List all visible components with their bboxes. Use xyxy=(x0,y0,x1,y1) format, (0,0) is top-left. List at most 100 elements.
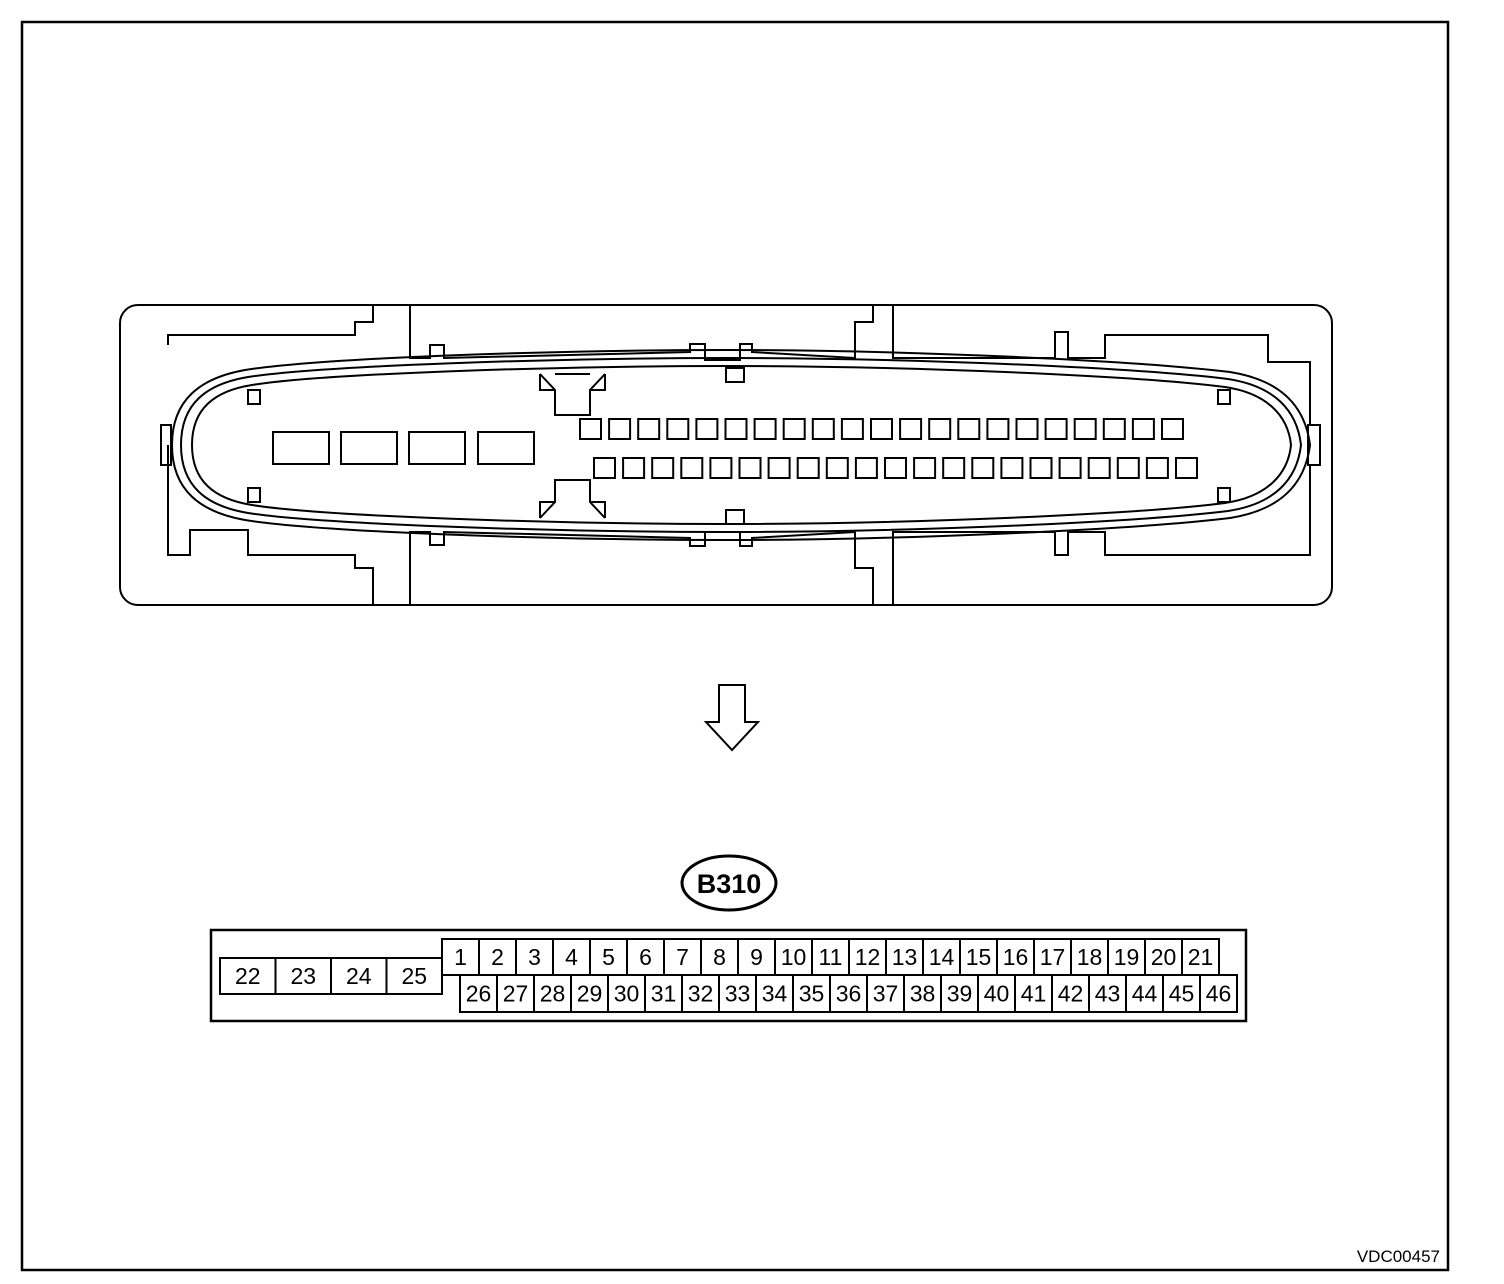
small-pin-cavity xyxy=(608,418,632,440)
housing-notches-top xyxy=(167,305,1311,425)
pin-3-label: 3 xyxy=(528,944,541,970)
pin-27-label: 27 xyxy=(503,981,529,1007)
small-pin-cavity xyxy=(1102,418,1126,440)
center-guide-bottom xyxy=(539,479,606,519)
pin-40-label: 40 xyxy=(984,981,1010,1007)
key-bump xyxy=(725,367,745,383)
key-bump xyxy=(1217,487,1231,503)
small-pin-cavity xyxy=(1058,457,1082,479)
large-pin-cavity xyxy=(340,431,398,465)
pin-45-label: 45 xyxy=(1169,981,1195,1007)
small-pin-cavity xyxy=(724,418,748,440)
key-bump xyxy=(247,487,261,503)
pin-1-label: 1 xyxy=(454,944,467,970)
key-bump xyxy=(247,389,261,405)
pin-39-label: 39 xyxy=(947,981,973,1007)
small-pin-cavity xyxy=(986,418,1010,440)
small-pin-cavity xyxy=(666,418,690,440)
pin-20-label: 20 xyxy=(1151,944,1177,970)
pin-43-label: 43 xyxy=(1095,981,1121,1007)
small-pin-cavity xyxy=(1175,457,1198,479)
small-pin-cavity xyxy=(1131,418,1155,440)
pin-16-label: 16 xyxy=(1003,944,1029,970)
figure-border xyxy=(20,20,1450,1272)
pin-layout-frame xyxy=(209,928,1248,1023)
small-pin-cavity xyxy=(651,457,675,479)
small-pin-cavity xyxy=(1087,457,1111,479)
pin-14-label: 14 xyxy=(929,944,955,970)
small-pin-cavity xyxy=(767,457,791,479)
pin-15-label: 15 xyxy=(966,944,992,970)
pin-35-label: 35 xyxy=(799,981,825,1007)
small-pin-cavity xyxy=(709,457,733,479)
connector-face-drawing xyxy=(119,304,1333,606)
pin-5-label: 5 xyxy=(602,944,615,970)
connector-housing xyxy=(119,304,1333,606)
small-pin-cavity xyxy=(1044,418,1068,440)
pin-2-label: 2 xyxy=(491,944,504,970)
figure-code: VDC00457 xyxy=(1357,1247,1440,1266)
small-pin-cavity xyxy=(782,418,806,440)
seal-inner xyxy=(190,364,1293,526)
small-pin-cavity xyxy=(913,457,937,479)
pin-24-label: 24 xyxy=(346,963,372,989)
pin-41-label: 41 xyxy=(1021,981,1047,1007)
small-pin-cavity xyxy=(738,457,762,479)
small-pin-cavity xyxy=(825,457,849,479)
small-pin-cavity xyxy=(1161,418,1184,440)
pin-21-label: 21 xyxy=(1188,944,1214,970)
small-pin-cavity xyxy=(942,457,966,479)
pin-12-label: 12 xyxy=(855,944,881,970)
small-pin-cavity xyxy=(753,418,777,440)
small-pin-cavity xyxy=(1116,457,1140,479)
left-latch-tab xyxy=(160,424,172,466)
pin-46-label: 46 xyxy=(1206,981,1232,1007)
small-pin-cavity xyxy=(1029,457,1053,479)
pin-36-label: 36 xyxy=(836,981,862,1007)
small-pin-cavity xyxy=(622,457,646,479)
pin-28-label: 28 xyxy=(540,981,566,1007)
seal-outer xyxy=(170,348,1312,542)
pin-26-label: 26 xyxy=(466,981,492,1007)
pin-42-label: 42 xyxy=(1058,981,1084,1007)
small-pin-cavity xyxy=(957,418,981,440)
pin-30-label: 30 xyxy=(614,981,640,1007)
center-guide-top xyxy=(539,373,606,416)
pin-22-label: 22 xyxy=(235,963,261,989)
pin-23-label: 23 xyxy=(290,963,316,989)
key-bump xyxy=(1217,389,1231,405)
small-pin-cavities xyxy=(579,418,1198,479)
right-latch-tab xyxy=(1307,424,1321,466)
large-pin-cavity xyxy=(477,431,535,465)
pin-8-label: 8 xyxy=(713,944,726,970)
small-pin-cavity xyxy=(680,457,704,479)
pin-6-label: 6 xyxy=(639,944,652,970)
small-pin-cavity xyxy=(1073,418,1097,440)
small-pin-cavity xyxy=(928,418,952,440)
small-pin-cavity xyxy=(593,457,616,479)
down-arrow-icon xyxy=(703,684,761,752)
connector-id-badge: B310 xyxy=(680,854,778,912)
pin-17-label: 17 xyxy=(1040,944,1066,970)
pin-46-cell xyxy=(1199,974,1238,1013)
small-pin-cavity xyxy=(579,418,602,440)
pin-25-label: 25 xyxy=(401,963,427,989)
pin-13-label: 13 xyxy=(892,944,918,970)
pin-18-label: 18 xyxy=(1077,944,1103,970)
seal-middle xyxy=(179,356,1303,534)
pin-34-label: 34 xyxy=(762,981,788,1007)
small-pin-cavity xyxy=(1015,418,1039,440)
connector-id-label: B310 xyxy=(697,869,762,899)
small-pin-cavity xyxy=(1145,457,1169,479)
small-pin-cavity xyxy=(1000,457,1024,479)
small-pin-cavity xyxy=(971,457,995,479)
small-pin-cavity xyxy=(796,457,820,479)
pin-38-label: 38 xyxy=(910,981,936,1007)
small-pin-cavity xyxy=(854,457,878,479)
small-pin-cavity xyxy=(637,418,661,440)
pin-10-label: 10 xyxy=(781,944,807,970)
pin-29-label: 29 xyxy=(577,981,603,1007)
